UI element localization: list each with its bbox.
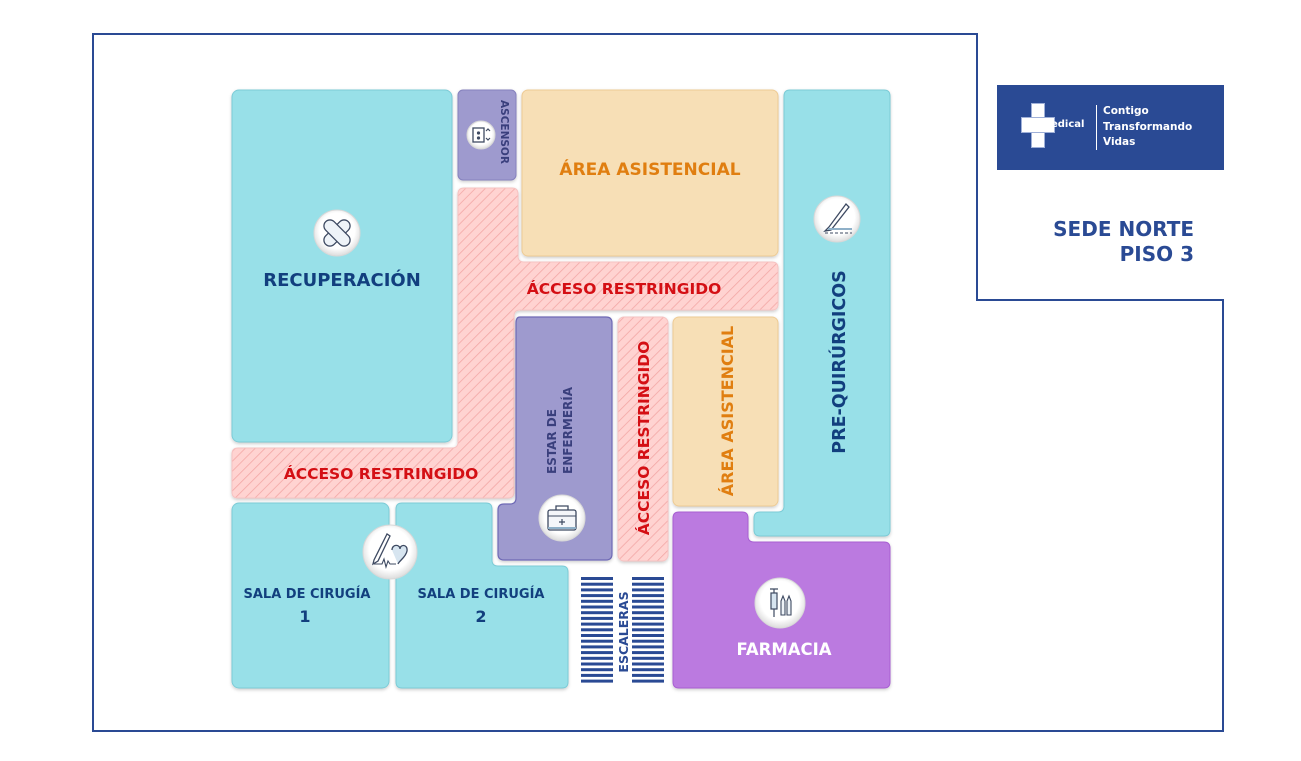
stair-tread [581,594,613,598]
stair-tread [632,651,664,655]
stair-tread [632,582,664,586]
stair-tread [632,588,664,592]
stair-tread [581,651,613,655]
label-recuperacion: RECUPERACIÓN [263,269,421,291]
stair-tread [581,599,613,603]
stair-tread [632,577,664,580]
stair-tread [581,582,613,586]
label-sala-cirugia-1-number: 1 [299,607,310,626]
stair-tread [581,577,613,580]
label-farmacia: FARMACIA [736,640,831,659]
stair-tread [632,594,664,598]
label-acceso-vertical: ÁCCESO RESTRINGIDO [634,341,653,536]
floor-number: PISO 3 [1119,242,1194,266]
zone-acceso-restringido-main[interactable] [231,187,779,499]
medical-logo: Medical Contigo Transformando Vidas [997,85,1224,170]
stair-tread [581,679,613,683]
stair-tread [632,656,664,660]
room-estar-enfermeria[interactable] [497,316,613,561]
stair-tread [581,639,613,643]
room-sala-cirugia-1[interactable] [231,502,390,689]
tagline-line-2: Transformando [1103,120,1193,133]
stair-tread [632,616,664,620]
map-frame [92,33,1224,732]
stair-tread [581,645,613,649]
label-sala-cirugia-2-number: 2 [475,607,486,626]
stairs[interactable] [581,577,664,683]
tagline-line-1: Contigo [1103,105,1149,117]
first-aid-kit-icon [538,494,586,542]
label-estar-enfermeria-1: ESTAR DE [545,409,559,474]
label-sala-cirugia-1: SALA DE CIRUGÍA [243,586,370,602]
logo-divider [1096,105,1097,150]
bandage-icon [313,209,361,257]
label-acceso-top: ÁCCESO RESTRINGIDO [527,279,722,298]
stair-tread [632,645,664,649]
stair-tread [581,628,613,632]
stair-tread [632,611,664,615]
label-acceso-left: ÁCCESO RESTRINGIDO [284,464,479,483]
scalpel-heart-icon [362,524,418,580]
stair-tread [581,656,613,660]
stair-tread [581,673,613,677]
stair-tread [632,639,664,643]
room-pre-quirurgicos[interactable] [753,89,891,537]
label-sala-cirugia-2: SALA DE CIRUGÍA [417,586,544,602]
cross-icon [1021,103,1055,148]
stair-tread [632,662,664,666]
stair-tread [632,622,664,626]
stair-tread [581,588,613,592]
stair-tread [632,673,664,677]
room-area-asistencial-top[interactable] [521,89,779,257]
stair-tread [581,622,613,626]
label-area-asistencial-mid: ÁREA ASISTENCIAL [718,326,737,496]
label-pre-quirurgicos: PRE-QUIRÚRGICOS [828,270,850,453]
room-area-asistencial-mid[interactable] [672,316,779,507]
stair-tread [581,611,613,615]
zone-acceso-restringido-vertical[interactable] [617,316,669,562]
room-recuperacion[interactable] [231,89,453,443]
stair-tread [581,668,613,672]
label-estar-enfermeria-2: ENFERMERÍA [560,386,575,474]
room-sala-cirugia-2[interactable] [395,502,569,689]
logo-brand: Medical [1041,119,1085,130]
stair-tread [632,628,664,632]
site-name: SEDE NORTE [1053,217,1194,241]
site-title: SEDE NORTE PISO 3 [1053,217,1194,267]
stair-tread [632,599,664,603]
stair-tread [581,662,613,666]
stair-tread [581,616,613,620]
stair-tread [632,605,664,609]
stair-tread [632,679,664,683]
elevator-icon [466,120,496,150]
tagline-line-3: Vidas [1103,136,1136,148]
scalpel-icon [813,195,861,243]
syringe-vials-icon [754,577,806,629]
stair-tread [632,668,664,672]
logo-tagline: Contigo Transformando Vidas [1103,104,1192,151]
stair-tread [632,634,664,637]
label-area-asistencial-top: ÁREA ASISTENCIAL [559,158,740,180]
stair-tread [581,605,613,609]
stair-tread [581,634,613,637]
label-escaleras: ESCALERAS [616,591,631,672]
label-ascensor: ASCENSOR [498,100,510,164]
